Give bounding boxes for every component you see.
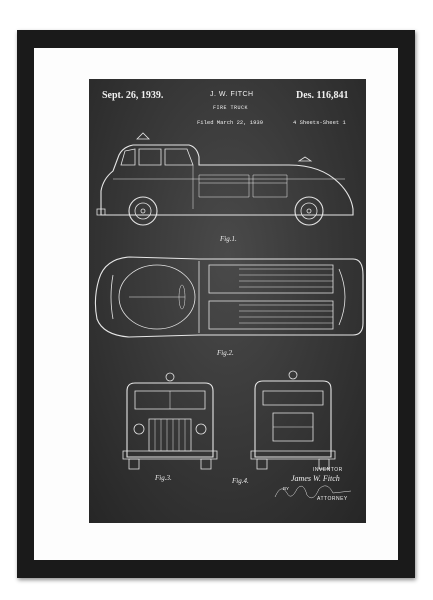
patent-title: FIRE TRUCK [213, 105, 249, 111]
attorney-label: ATTORNEY [317, 496, 348, 502]
by-label: BY [283, 486, 290, 491]
figure-3-label: Fig.3. [155, 474, 172, 482]
attorney-signature [274, 485, 352, 499]
inventor-signature: James W. Fitch [291, 474, 340, 483]
filed-date: Filed March 22, 1939 [197, 119, 264, 126]
figure-1-label: Fig.1. [220, 235, 237, 243]
sheet-count: 4 Sheets-Sheet 1 [293, 119, 346, 126]
figure-4-label: Fig.4. [232, 477, 249, 485]
fire-truck-drawings [94, 132, 364, 499]
inventor-label: INVENTOR [313, 467, 343, 473]
fire-truck-front-view [122, 372, 218, 470]
inventor-header: J. W. FITCH [210, 91, 254, 98]
fire-truck-rear-view [250, 370, 336, 470]
fire-truck-side-view [96, 132, 354, 226]
patent-blueprint: Sept. 26, 1939. J. W. FITCH Des. 116,841… [89, 79, 366, 523]
patent-date: Sept. 26, 1939. [102, 90, 164, 101]
design-number: Des. 116,841 [296, 90, 349, 101]
figure-2-label: Fig.2. [217, 349, 234, 357]
fire-truck-top-view [94, 256, 364, 338]
